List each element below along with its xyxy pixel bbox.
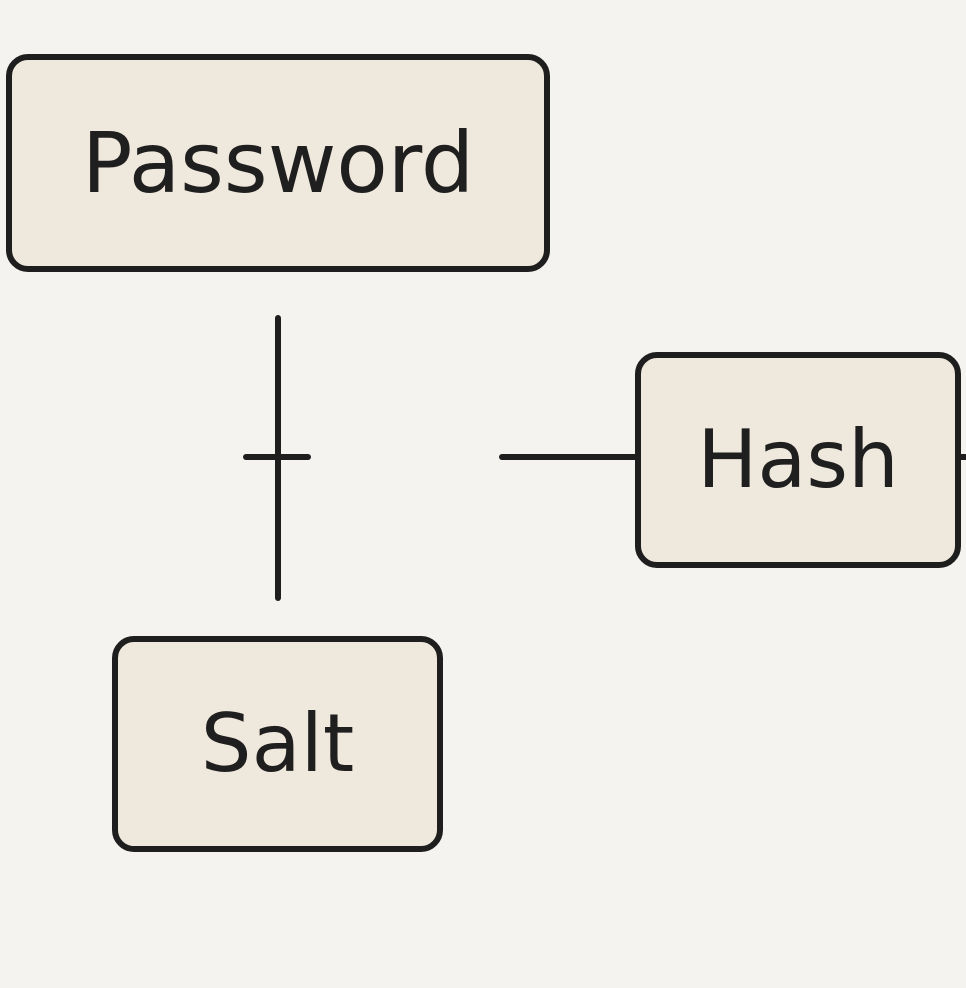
salt-node: Salt: [112, 636, 443, 852]
hash-label: Hash: [697, 413, 899, 506]
hash-node: Hash: [635, 352, 961, 568]
password-label: Password: [81, 114, 475, 212]
salt-label: Salt: [200, 697, 355, 790]
password-node: Password: [6, 54, 550, 272]
